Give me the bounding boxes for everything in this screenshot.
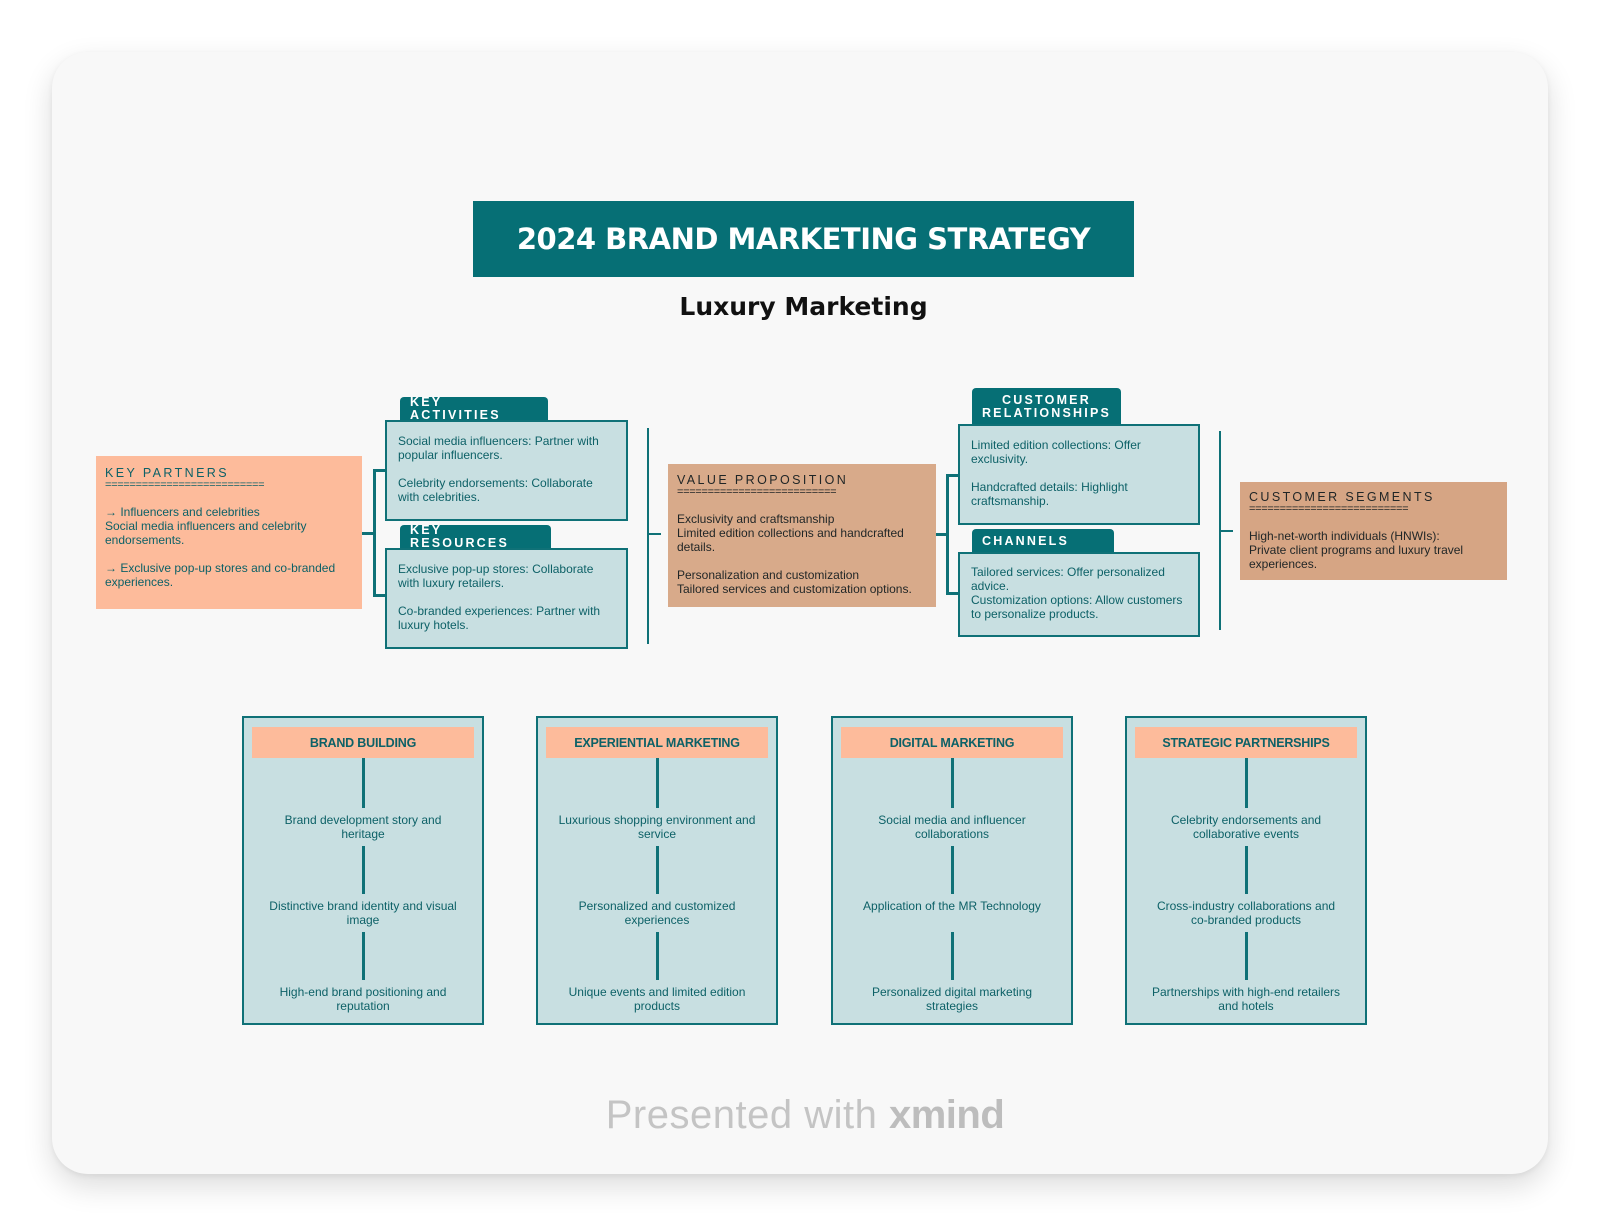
- presented-with-footer: Presented with xmind: [590, 1093, 1020, 1138]
- value-proposition-item-text: Limited edition collections and handcraf…: [677, 526, 904, 554]
- column-item[interactable]: Cross-industry collaborations and co-bra…: [1156, 899, 1336, 927]
- value-proposition-item-text: Tailored services and customization opti…: [677, 582, 912, 596]
- strategic-partnerships-column[interactable]: STRATEGIC PARTNERSHIPS Celebrity endorse…: [1125, 716, 1367, 1025]
- connector-line: [656, 846, 659, 894]
- connector-line: [951, 846, 954, 894]
- customer-segments-heading: CUSTOMER SEGMENTS: [1249, 490, 1435, 504]
- customer-relationships-item: Limited edition collections: Offer exclu…: [971, 438, 1141, 466]
- experiential-marketing-column[interactable]: EXPERIENTIAL MARKETING Luxurious shoppin…: [536, 716, 778, 1025]
- connector-line: [1245, 932, 1248, 980]
- customer-segments-text: Private client programs and luxury trave…: [1249, 543, 1464, 571]
- connector-line: [647, 428, 649, 644]
- connector-line: [951, 758, 954, 808]
- key-partners-item-title: → Influencers and celebrities: [105, 505, 260, 519]
- key-resources-label[interactable]: KEY RESOURCES: [400, 524, 551, 550]
- connector-line: [1219, 431, 1221, 630]
- customer-relationships-label-line: RELATIONSHIPS: [981, 405, 1112, 420]
- connector-line: [1221, 530, 1233, 532]
- key-resources-item: Co-branded experiences: Partner with lux…: [398, 604, 601, 632]
- brand-building-column[interactable]: BRAND BUILDING Brand development story a…: [242, 716, 484, 1025]
- channels-label[interactable]: CHANNELS: [972, 529, 1114, 553]
- key-activities-item: Celebrity endorsements: Collaborate with…: [398, 476, 593, 504]
- customer-relationships-label-line: CUSTOMER: [1002, 392, 1091, 407]
- key-partners-box[interactable]: KEY PARTNERS ========================== …: [96, 456, 362, 609]
- customer-relationships-box[interactable]: Limited edition collections: Offer exclu…: [958, 424, 1200, 525]
- connector-line: [1245, 846, 1248, 894]
- channels-item: Customization options: Allow customers t…: [971, 593, 1183, 621]
- column-item[interactable]: Unique events and limited edition produc…: [568, 985, 746, 1013]
- subtitle[interactable]: Luxury Marketing: [679, 292, 928, 321]
- value-proposition-rule: ==========================: [677, 487, 837, 498]
- connector-line: [1245, 758, 1248, 808]
- column-title[interactable]: EXPERIENTIAL MARKETING: [546, 727, 768, 758]
- key-activities-item: Social media influencers: Partner with p…: [398, 434, 599, 462]
- key-activities-label[interactable]: KEY ACTIVITIES: [400, 396, 548, 422]
- connector-line: [373, 469, 376, 596]
- column-title[interactable]: STRATEGIC PARTNERSHIPS: [1135, 727, 1357, 758]
- digital-marketing-column[interactable]: DIGITAL MARKETING Social media and influ…: [831, 716, 1073, 1025]
- connector-line: [656, 932, 659, 980]
- key-partners-item-text: Social media influencers and celebrity e…: [105, 519, 307, 547]
- column-title[interactable]: BRAND BUILDING: [252, 727, 474, 758]
- column-item[interactable]: Luxurious shopping environment and servi…: [558, 813, 756, 841]
- connector-line: [649, 533, 661, 535]
- connector-line: [946, 592, 958, 595]
- channels-item: Tailored services: Offer personalized ad…: [971, 565, 1165, 593]
- value-proposition-heading: VALUE PROPOSITION: [677, 473, 849, 487]
- key-partners-heading: KEY PARTNERS: [105, 466, 229, 480]
- column-item[interactable]: Brand development story and heritage: [284, 813, 442, 841]
- key-activities-box[interactable]: Social media influencers: Partner with p…: [385, 420, 628, 521]
- connector-line: [362, 758, 365, 808]
- column-item[interactable]: High-end brand positioning and reputatio…: [279, 985, 447, 1013]
- connector-line: [946, 474, 958, 477]
- column-item[interactable]: Celebrity endorsements and collaborative…: [1170, 813, 1322, 841]
- key-partners-item-title: → Exclusive pop-up stores and co-branded…: [105, 561, 336, 589]
- key-resources-box[interactable]: Exclusive pop-up stores: Collaborate wit…: [385, 548, 628, 649]
- connector-line: [362, 532, 374, 535]
- key-resources-item: Exclusive pop-up stores: Collaborate wit…: [398, 562, 594, 590]
- main-title[interactable]: 2024 BRAND MARKETING STRATEGY: [473, 201, 1134, 277]
- connector-line: [656, 758, 659, 808]
- column-title[interactable]: DIGITAL MARKETING: [841, 727, 1063, 758]
- customer-segments-title: High-net-worth individuals (HNWIs):: [1249, 529, 1440, 543]
- column-item[interactable]: Personalized and customized experiences: [578, 899, 736, 927]
- customer-relationships-item: Handcrafted details: Highlight craftsman…: [971, 480, 1128, 508]
- value-proposition-item-title: Personalization and customization: [677, 568, 860, 582]
- connector-line: [362, 932, 365, 980]
- column-item[interactable]: Partnerships with high-end retailers and…: [1151, 985, 1341, 1013]
- connector-line: [946, 474, 949, 594]
- xmind-logo: xmind: [888, 1093, 1005, 1137]
- connector-line: [936, 533, 947, 536]
- column-item[interactable]: Distinctive brand identity and visual im…: [269, 899, 457, 927]
- customer-segments-rule: ==========================: [1249, 504, 1409, 515]
- footer-prefix: Presented with: [605, 1093, 878, 1137]
- value-proposition-item-title: Exclusivity and craftsmanship: [677, 512, 835, 526]
- key-partners-rule: ==========================: [105, 480, 265, 491]
- column-item[interactable]: Personalized digital marketing strategie…: [871, 985, 1033, 1013]
- customer-segments-box[interactable]: CUSTOMER SEGMENTS ======================…: [1240, 482, 1507, 580]
- column-item[interactable]: Social media and influencer collaboratio…: [878, 813, 1026, 841]
- value-proposition-box[interactable]: VALUE PROPOSITION ======================…: [668, 464, 936, 607]
- customer-relationships-label[interactable]: CUSTOMER RELATIONSHIPS: [972, 388, 1121, 425]
- connector-line: [373, 594, 385, 597]
- connector-line: [362, 846, 365, 894]
- channels-box[interactable]: Tailored services: Offer personalized ad…: [958, 552, 1200, 637]
- connector-line: [373, 469, 385, 472]
- connector-line: [951, 932, 954, 980]
- column-item[interactable]: Application of the MR Technology: [863, 899, 1041, 913]
